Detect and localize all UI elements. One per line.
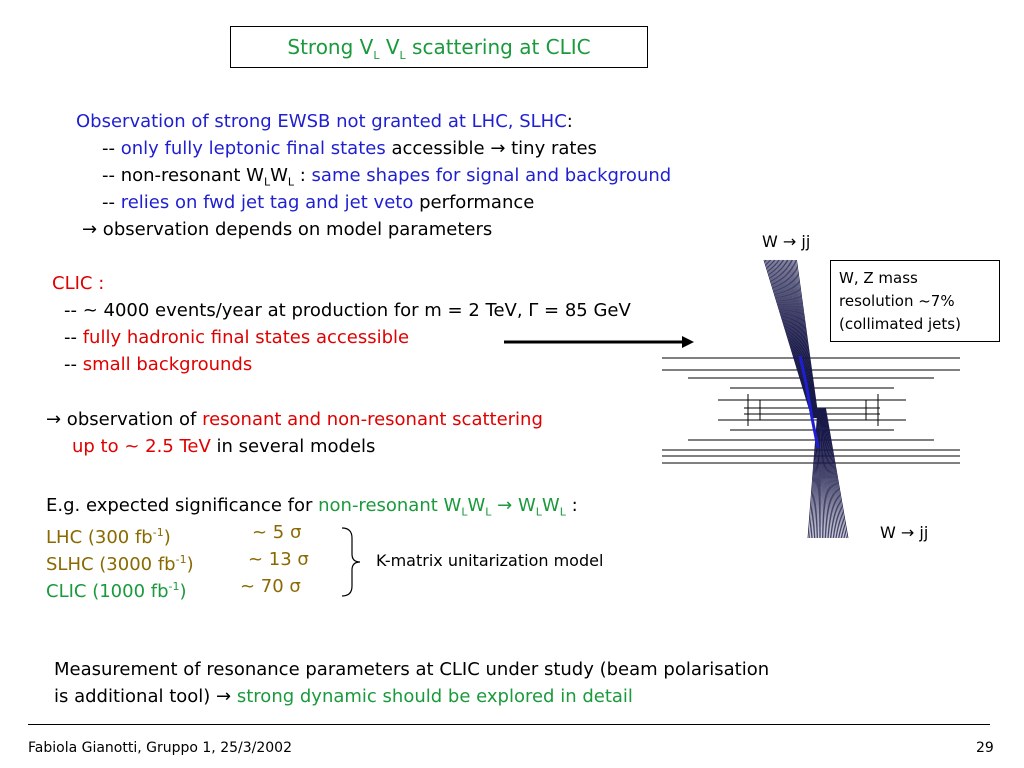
- clic-bullet-2: -- fully hadronic final states accessibl…: [64, 327, 410, 348]
- pointer-arrow-icon: [504, 336, 694, 348]
- event-display: [662, 259, 960, 539]
- measurement-line-1: Measurement of resonance parameters at C…: [54, 659, 770, 680]
- sig-row-clic-label: CLIC (1000 fb-1): [46, 580, 187, 602]
- clic-bullet-3: -- small backgrounds: [64, 354, 253, 375]
- lhc-bullet-2: -- non-resonant WLWL : same shapes for s…: [102, 165, 672, 189]
- footer-author: Fabiola Gianotti, Gruppo 1, 25/3/2002: [28, 740, 292, 756]
- figure-top-label: W → jj: [762, 232, 811, 251]
- lhc-bullet-3: -- relies on fwd jet tag and jet veto pe…: [102, 192, 535, 213]
- footer-rule: [28, 724, 990, 725]
- mass-box-line: (collimated jets): [839, 315, 961, 333]
- lhc-conclusion: → observation depends on model parameter…: [82, 219, 493, 240]
- measurement-line-2: is additional tool) → strong dynamic sho…: [54, 686, 633, 707]
- curly-brace-icon: [341, 527, 361, 597]
- significance-heading: E.g. expected significance for non-reson…: [46, 495, 578, 519]
- mass-box-line: resolution ~7%: [839, 292, 955, 310]
- sig-row-lhc-value: ~ 5 σ: [252, 522, 302, 543]
- lhc-heading: Observation of strong EWSB not granted a…: [76, 111, 573, 132]
- sig-row-slhc-value: ~ 13 σ: [248, 549, 309, 570]
- sig-row-slhc-label: SLHC (3000 fb-1): [46, 553, 194, 575]
- page-number: 29: [976, 740, 994, 756]
- lhc-bullet-1: -- only fully leptonic final states acce…: [102, 138, 597, 159]
- clic-bullet-1: -- ~ 4000 events/year at production for …: [64, 300, 631, 321]
- observation-line-2: up to ~ 2.5 TeV in several models: [72, 436, 376, 457]
- slide-title: Strong VL VL scattering at CLIC: [230, 26, 648, 68]
- observation-line-1: → observation of resonant and non-resona…: [46, 409, 543, 430]
- model-note: K-matrix unitarization model: [376, 551, 604, 570]
- mass-box-line: W, Z mass: [839, 269, 918, 287]
- figure-bottom-label: W → jj: [880, 523, 929, 542]
- highlight-track: [798, 355, 820, 449]
- clic-heading: CLIC :: [52, 273, 105, 294]
- mass-resolution-box: W, Z mass resolution ~7% (collimated jet…: [830, 260, 1000, 342]
- sig-row-clic-value: ~ 70 σ: [240, 576, 301, 597]
- sig-row-lhc-label: LHC (300 fb-1): [46, 526, 171, 548]
